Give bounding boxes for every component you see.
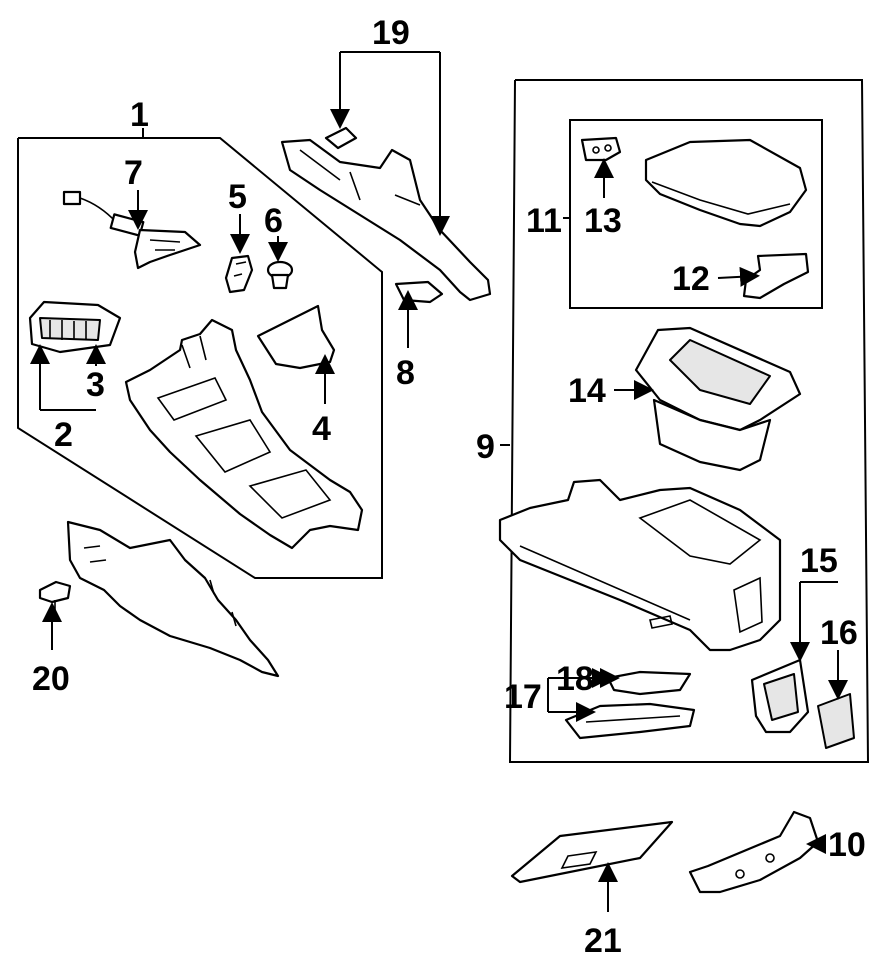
callout-7: 7 (124, 154, 143, 192)
part-5-clip (224, 254, 254, 294)
leader-lines (30, 51, 848, 912)
callout-20: 20 (32, 660, 70, 698)
part-14-storage-bin (634, 326, 802, 472)
callout-4: 4 (312, 410, 331, 448)
lower-bracket (66, 520, 280, 678)
part-2-switch-block (28, 300, 122, 354)
part-4-trim-panel (256, 304, 336, 370)
callout-16: 16 (820, 614, 858, 652)
part-9-console-body (498, 478, 782, 652)
callout-6: 6 (264, 202, 283, 240)
part-6-pin (266, 260, 294, 290)
callout-5: 5 (228, 178, 247, 216)
part-16-cap (817, 693, 855, 749)
callout-labels: 1 19 7 5 6 3 2 4 8 20 11 13 12 14 9 15 1… (32, 14, 866, 960)
callout-19: 19 (372, 14, 410, 52)
callout-12: 12 (672, 260, 710, 298)
part-15-bezel (750, 658, 810, 734)
callout-18: 18 (556, 660, 594, 698)
callout-3: 3 (86, 366, 105, 404)
group-box-1 (17, 128, 383, 579)
part-13-hinge (580, 136, 622, 162)
part-21-mat (510, 820, 674, 884)
part-10-bracket (688, 810, 820, 894)
part-7-harness (62, 190, 202, 270)
part-8-clip (394, 280, 444, 304)
callout-1: 1 (130, 96, 149, 134)
callout-10: 10 (828, 826, 866, 864)
part-20-clip (38, 580, 72, 612)
part-19-front-panel (280, 126, 492, 302)
part-1-console-tray (124, 318, 364, 550)
callout-17: 17 (504, 678, 542, 716)
callout-9: 9 (476, 428, 495, 466)
part-17-rail (564, 702, 696, 740)
callout-21: 21 (584, 922, 622, 960)
callout-13: 13 (584, 202, 622, 240)
callout-8: 8 (396, 354, 415, 392)
callout-15: 15 (800, 542, 838, 580)
armrest-lid (644, 138, 808, 228)
callout-14: 14 (568, 372, 606, 410)
callout-11: 11 (526, 202, 562, 240)
callout-2: 2 (54, 416, 73, 454)
part-18-rail (606, 670, 692, 696)
